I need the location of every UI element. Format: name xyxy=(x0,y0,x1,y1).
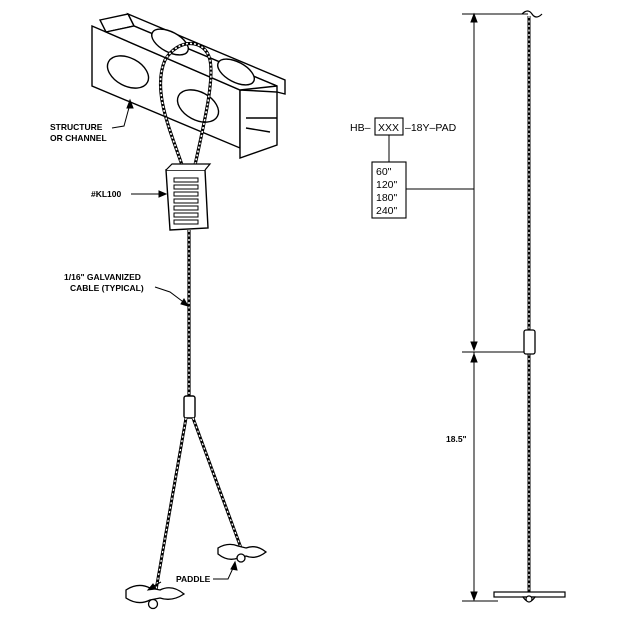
length-option-180: 180" xyxy=(376,192,398,204)
ferrule xyxy=(183,395,196,419)
paddle-label: PADDLE xyxy=(176,574,211,584)
part-box-text: XXX xyxy=(378,122,399,134)
part-suffix: –18Y–PAD xyxy=(405,122,457,134)
break-mark xyxy=(521,10,543,18)
y-split-cables xyxy=(154,417,243,591)
structure-label-1: STRUCTURE xyxy=(50,122,103,132)
cable-label-1: 1/16" GALVANIZED xyxy=(64,272,141,282)
elevation-paddle xyxy=(493,591,566,603)
leader-lines xyxy=(111,98,238,591)
structure-label-2: OR CHANNEL xyxy=(50,133,107,143)
paddle-right xyxy=(217,543,268,563)
elevation-gripper xyxy=(523,329,536,355)
gripper-kl100 xyxy=(165,163,212,231)
gripper-label: #KL100 xyxy=(91,189,122,199)
cable-label-2: CABLE (TYPICAL) xyxy=(70,283,144,293)
length-box xyxy=(371,161,407,219)
length-option-120: 120" xyxy=(376,179,398,191)
dimension-label: 18.5" xyxy=(446,434,467,444)
length-option-60: 60" xyxy=(376,166,392,178)
length-option-240: 240" xyxy=(376,205,398,217)
part-prefix: HB– xyxy=(350,122,371,134)
cable-loop xyxy=(158,42,213,166)
unistrut-channel xyxy=(91,12,286,159)
paddle-left xyxy=(125,584,186,610)
dimension-lines xyxy=(462,12,528,602)
